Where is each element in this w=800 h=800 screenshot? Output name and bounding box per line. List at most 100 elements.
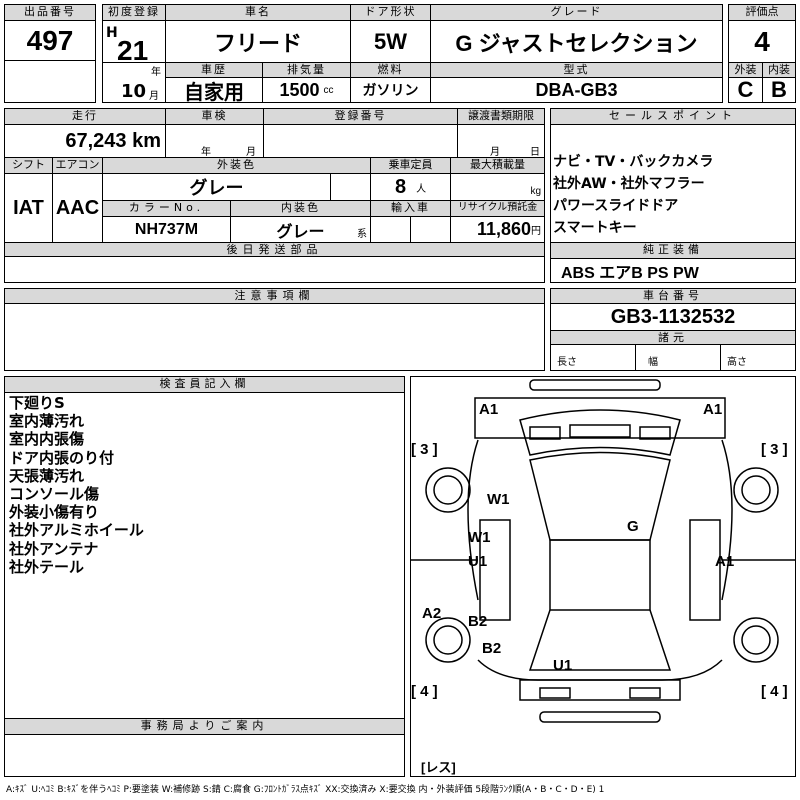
first-reg-label: 初度登録	[102, 4, 166, 21]
lot-blank	[4, 60, 96, 103]
notes-body	[4, 303, 545, 371]
shift-label: シフト	[4, 157, 53, 174]
office-body	[4, 734, 405, 777]
equip: ABS エアB PS PW	[550, 258, 796, 283]
load-label: 最大積載量	[450, 157, 545, 174]
model-label: 型式	[430, 62, 723, 78]
fuel: ガソリン	[350, 77, 431, 103]
damage-mark: [ 3 ]	[761, 441, 788, 458]
ac: AAC	[52, 173, 103, 243]
ac-label: エアコン	[52, 157, 103, 174]
door-type: 5W	[350, 20, 431, 63]
damage-mark: A2	[422, 605, 442, 622]
damage-mark: A1	[479, 401, 499, 418]
damage-mark: U1	[553, 657, 573, 674]
month: 10	[121, 81, 147, 102]
lot-label: 出品番号	[4, 4, 96, 21]
transfer-cell: 月日	[457, 124, 545, 158]
year-unit: 年	[151, 67, 161, 78]
first-reg-cell: H 21 年 10 月	[102, 20, 166, 103]
int-label: 内装	[762, 62, 796, 78]
lot-number: 497	[4, 20, 96, 61]
sales-point: ナビ・TV・バックカメラ	[553, 154, 714, 170]
transfer-day: 日	[530, 147, 540, 158]
car-outline-icon	[410, 379, 796, 723]
chassis-number: GB3-1132532	[550, 303, 796, 331]
damage-mark: B2	[468, 613, 488, 630]
history: 自家用	[165, 77, 263, 104]
damage-mark: A1	[715, 553, 735, 570]
sales-point: スマートキー	[553, 220, 637, 236]
recycle: 11,860	[476, 219, 531, 239]
load-unit: kg	[530, 185, 541, 197]
inspection-year: 年	[201, 147, 211, 158]
transfer-month: 月	[490, 147, 500, 158]
sales-point: パワースライドドア	[553, 198, 679, 214]
car-diagram: A1 A1 [ 3 ] [ 3 ] W1 G W1 U1 A1 A2 B2 B2…	[410, 376, 796, 777]
spec-label: 諸元	[550, 330, 796, 345]
int-color-cell: グレー 系	[230, 216, 371, 243]
damage-mark: W1	[487, 491, 510, 508]
damage-mark: [ 3 ]	[411, 441, 438, 458]
width-label: 幅	[648, 357, 658, 368]
inspector-note: 天張薄汚れ	[9, 466, 85, 485]
car-name: フリード	[165, 20, 351, 63]
notes-label: 注意事項欄	[4, 288, 545, 304]
height-cell: 高さ	[720, 344, 796, 371]
equip-label: 純正装備	[550, 242, 796, 259]
inspection-cell: 年月	[165, 124, 264, 158]
mileage-label: 走行	[4, 108, 166, 125]
load-cell: kg	[450, 173, 545, 201]
inspector-note: 社外アルミホイール	[9, 521, 144, 540]
ext-color: グレー	[102, 173, 331, 201]
mileage: 67,243 km	[4, 124, 166, 158]
damage-mark: G	[627, 518, 639, 535]
car-name-label: 車名	[165, 4, 351, 21]
capacity-label: 乗車定員	[370, 157, 451, 174]
damage-mark: [ 4 ]	[761, 683, 788, 700]
transfer-label: 譲渡書類期限	[457, 108, 545, 125]
import-cell-1	[370, 216, 411, 243]
month-unit: 月	[149, 91, 159, 102]
score-value: 4	[728, 20, 796, 63]
year: 21	[117, 35, 149, 66]
shift: IAT	[4, 173, 53, 243]
capacity: 8	[394, 175, 407, 198]
chassis-label: 車台番号	[550, 288, 796, 304]
recycle-label: リサイクル預託金	[450, 200, 545, 217]
later-parts-body	[4, 256, 545, 283]
displacement-label: 排気量	[262, 62, 351, 78]
inspection-month: 月	[246, 147, 256, 158]
import-label: 輸入車	[370, 200, 451, 217]
era: H	[106, 25, 118, 41]
recycle-unit: 円	[531, 226, 541, 237]
office-label: 事務局よりご案内	[4, 718, 405, 735]
int-color: グレー	[276, 223, 325, 241]
model-code: DBA-GB3	[430, 77, 723, 103]
length-label: 長さ	[557, 357, 577, 368]
grade: G ジャストセレクション	[430, 20, 723, 63]
legend: A:ｷｽﾞ U:ﾍｺﾐ B:ｷｽﾞを伴うﾍｺﾐ P:要塗装 W:補修跡 S:錆 …	[6, 785, 605, 795]
capacity-unit: 人	[416, 183, 427, 195]
inspector-note: 下廻りS	[9, 394, 65, 412]
fuel-label: 燃料	[350, 62, 431, 78]
damage-mark: [レス]	[421, 760, 456, 775]
width-cell: 幅	[635, 344, 721, 371]
inspection-label: 車検	[165, 108, 264, 125]
inspector-note: 室内薄汚れ	[9, 412, 85, 431]
score-label: 評価点	[728, 4, 796, 21]
inspector-note: コンソール傷	[9, 485, 100, 504]
color-no-label: カラーNo.	[102, 200, 231, 217]
displacement-unit: cc	[323, 84, 334, 96]
int-color-suffix: 系	[357, 229, 367, 240]
inspector-label: 検査員記入欄	[4, 376, 405, 393]
inspector-note: 外装小傷有り	[9, 503, 100, 522]
ext-score: C	[728, 77, 763, 103]
grade-label: グレード	[430, 4, 723, 21]
int-color-label: 内装色	[230, 200, 371, 217]
color-no: NH737M	[102, 216, 231, 243]
length-cell: 長さ	[550, 344, 636, 371]
